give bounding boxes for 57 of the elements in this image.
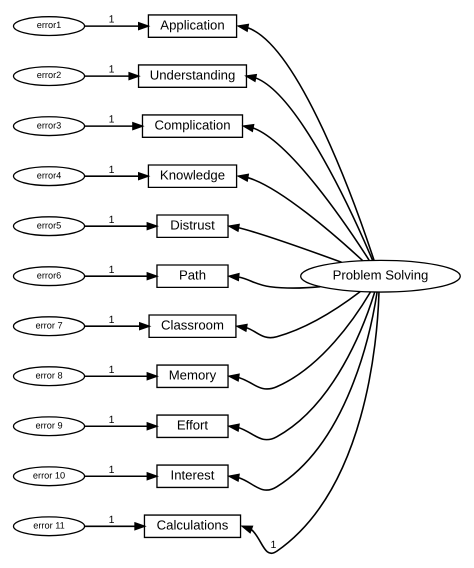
- node-ellipse: error 7: [12, 316, 86, 336]
- edge-label: 1: [108, 364, 114, 376]
- arrow: [234, 291, 361, 338]
- node-box: Memory: [156, 364, 229, 388]
- edge-label: 1: [108, 214, 114, 226]
- edge-label: 1: [270, 538, 276, 551]
- edge-label: 1: [108, 464, 114, 476]
- node-box: Knowledge: [148, 164, 238, 188]
- node-ellipse: error 11: [12, 516, 86, 536]
- arrow: [241, 124, 370, 261]
- arrow: [84, 22, 150, 30]
- node-box: Path: [156, 264, 229, 288]
- edge-label: 1: [108, 314, 114, 326]
- node-ellipse: error6: [12, 266, 86, 286]
- arrow: [84, 422, 159, 431]
- node-box: Classroom: [148, 314, 237, 338]
- arrow: [84, 322, 152, 331]
- arrow: [84, 272, 159, 281]
- arrow: [236, 174, 364, 262]
- edge-label: 1: [108, 514, 114, 526]
- node-ellipse: error2: [12, 66, 86, 86]
- arrow: [226, 292, 372, 390]
- node-ellipse: error4: [12, 166, 86, 186]
- edge-label: 1: [108, 64, 114, 76]
- node-ellipse: error 8: [12, 366, 86, 386]
- node-ellipse: Problem Solving: [300, 260, 461, 293]
- edge-label: 1: [108, 164, 114, 176]
- arrow: [227, 292, 378, 491]
- node-box: Complication: [142, 114, 244, 138]
- edge-label: 1: [108, 264, 114, 276]
- node-box: Interest: [156, 464, 229, 488]
- arrow: [244, 74, 374, 260]
- arrow: [84, 122, 145, 130]
- arrow: [84, 72, 141, 80]
- node-ellipse: error1: [12, 16, 86, 36]
- node-box: Calculations: [144, 514, 242, 538]
- edge-label: 1: [108, 14, 114, 26]
- arrow: [236, 24, 375, 260]
- arrow: [84, 522, 147, 531]
- arrow: [84, 222, 159, 231]
- arrow: [84, 372, 159, 381]
- arrow: [84, 472, 159, 481]
- node-ellipse: error3: [12, 116, 86, 136]
- node-box: Understanding: [138, 64, 248, 88]
- node-box: Distrust: [156, 214, 229, 238]
- node-box: Effort: [156, 414, 229, 438]
- arrow: [227, 224, 342, 264]
- edge-label: 1: [108, 414, 114, 426]
- edge-label: 1: [108, 114, 114, 126]
- arrow: [84, 172, 150, 180]
- node-ellipse: error5: [12, 216, 86, 236]
- arrow: [240, 292, 380, 554]
- arrow: [226, 272, 320, 289]
- node-ellipse: error 9: [12, 416, 86, 436]
- node-ellipse: error 10: [12, 466, 86, 486]
- node-box: Application: [148, 14, 238, 38]
- arrow: [226, 292, 376, 440]
